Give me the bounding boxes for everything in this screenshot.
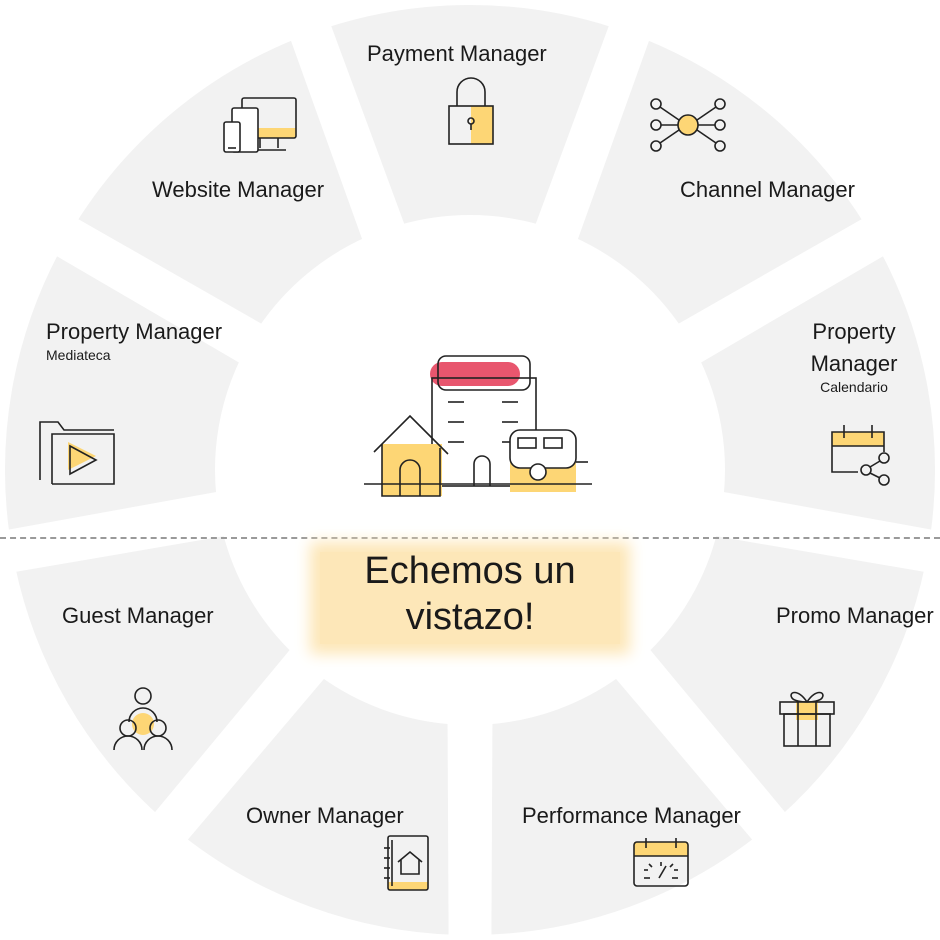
folder-play-icon [36, 416, 120, 488]
cta-text[interactable]: Echemos un vistazo! [364, 550, 576, 638]
segment-guest[interactable] [5, 525, 302, 825]
segment-calendario[interactable] [689, 244, 940, 541]
segment-owner[interactable] [175, 667, 459, 940]
property-manager-calendario-label[interactable]: Property Manager Calendario [810, 319, 898, 395]
segment-performance[interactable] [481, 667, 765, 940]
dashed-divider [0, 537, 940, 539]
devices-icon [220, 94, 300, 158]
segment-channel[interactable] [566, 29, 874, 336]
guest-manager-label[interactable]: Guest Manager [62, 603, 214, 628]
gift-icon [776, 684, 838, 750]
property-manager-mediateca-label[interactable]: Property Manager Mediateca [46, 319, 223, 363]
website-manager-label[interactable]: Website Manager [152, 177, 325, 202]
calendar-share-icon [828, 422, 898, 488]
performance-manager-label[interactable]: Performance Manager [522, 803, 741, 828]
cta-highlight [320, 552, 620, 644]
people-group-icon [112, 684, 174, 752]
speedometer-icon [630, 836, 692, 890]
padlock-icon [444, 76, 498, 148]
segment-payment[interactable] [319, 0, 621, 235]
payment-manager-label[interactable]: Payment Manager [367, 41, 547, 66]
network-nodes-icon [646, 94, 730, 156]
address-book-home-icon [378, 832, 434, 894]
segment-mediateca[interactable] [0, 244, 251, 541]
segment-promo[interactable] [638, 525, 935, 825]
segment-website[interactable] [66, 29, 374, 336]
promo-manager-label[interactable]: Promo Manager [776, 603, 934, 628]
channel-manager-label[interactable]: Channel Manager [680, 177, 855, 202]
owner-manager-label[interactable]: Owner Manager [246, 803, 404, 828]
properties-illustration [360, 352, 596, 500]
